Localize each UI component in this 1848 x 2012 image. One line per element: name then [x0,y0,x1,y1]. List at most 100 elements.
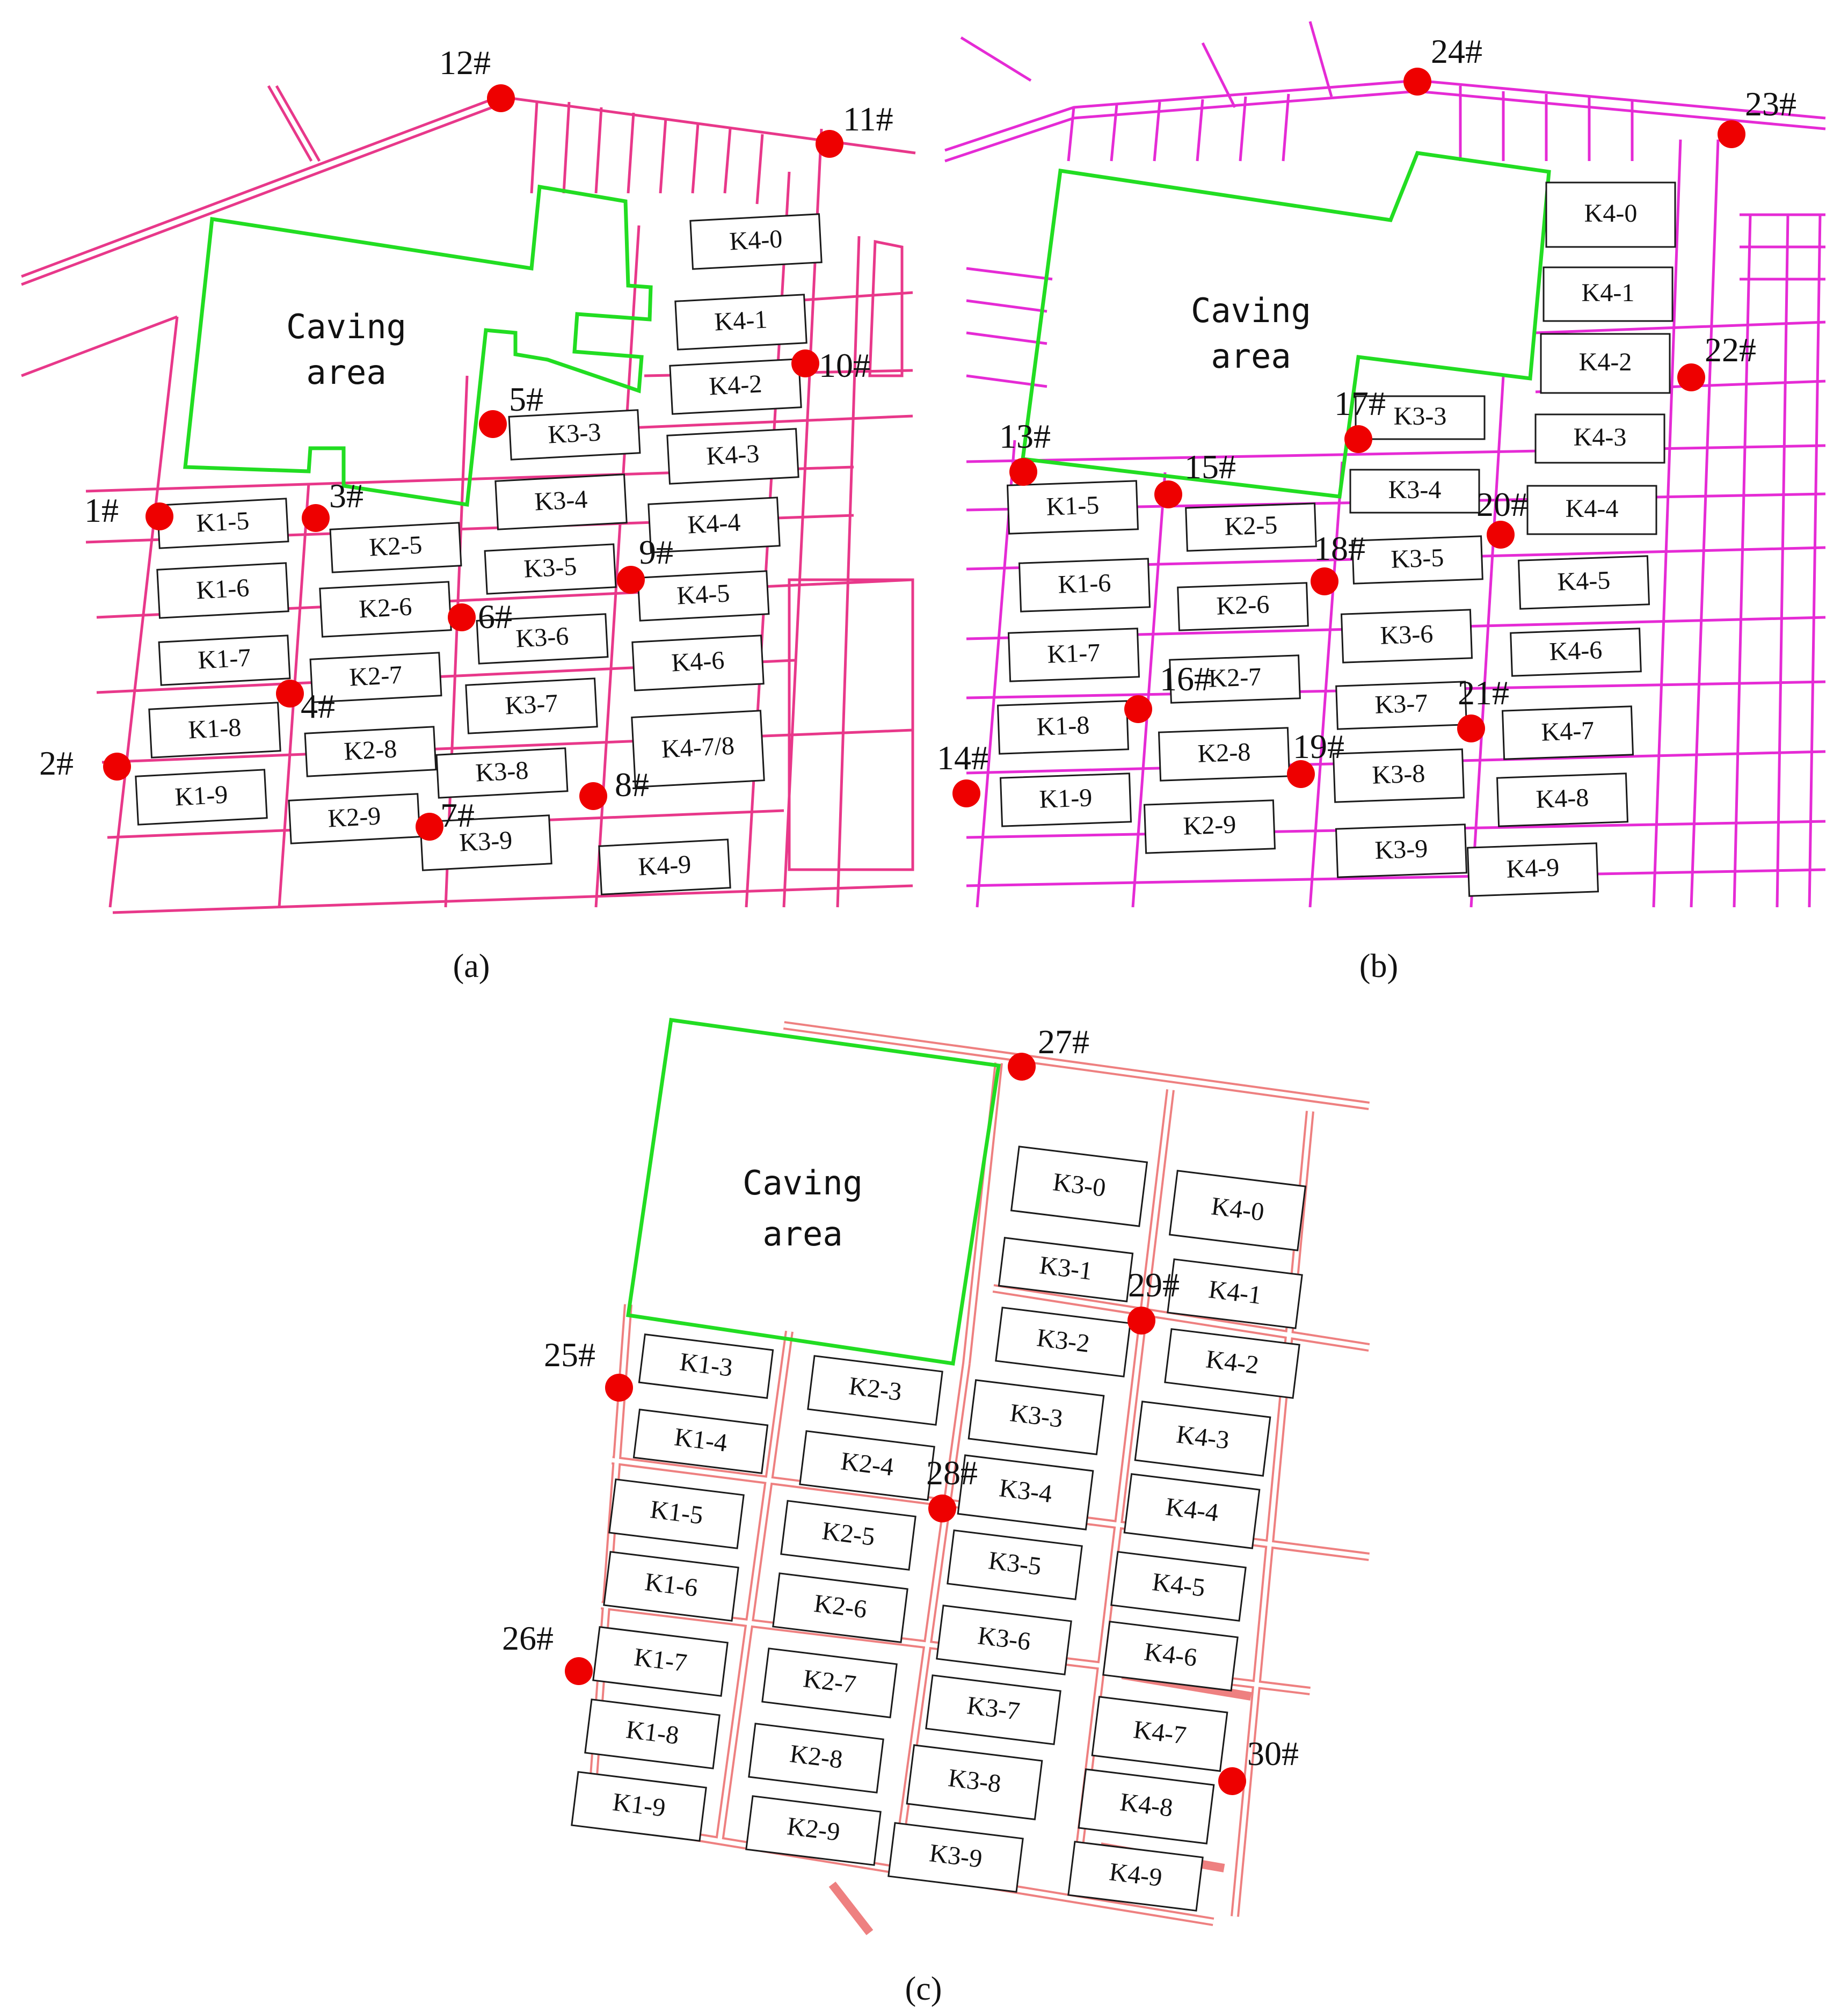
monitoring-point-label: 9# [639,533,673,571]
monitoring-point-16: 16# [1124,660,1211,723]
stope-outline [761,1647,898,1718]
stope-k1-6-c: K1-6 [603,1551,739,1622]
caving-area-label-c1: Caving [743,1163,863,1202]
stope-k1-7-c: K1-7 [592,1626,729,1697]
stope-label: K1-8 [624,1715,680,1750]
stope-label: K2-7 [1208,662,1262,692]
monitoring-point-2: 2# [39,744,131,782]
monitoring-point-marker [1677,363,1705,391]
stope-label: K3-8 [1372,759,1425,789]
monitoring-point-label: 27# [1038,1023,1089,1061]
monitoring-point-marker [1008,1053,1036,1081]
stope-k4-2-a: K4-2 [669,358,802,415]
stope-outline [967,1379,1105,1455]
stope-k4-3-c: K4-3 [1134,1401,1271,1477]
stope-label: K4-9 [1108,1857,1163,1892]
stope-outline [584,1698,721,1769]
monitoring-point-marker [928,1495,956,1522]
stope-k1-8-a: K1-8 [148,702,281,759]
monitoring-point-label: 11# [843,100,893,138]
stope-k2-7-b: K2-7 [1169,654,1301,704]
stope-outline [484,543,617,595]
stope-label: K1-7 [1047,638,1101,668]
stope-label: K4-9 [1506,853,1560,883]
stope-k2-5-c: K2-5 [780,1500,916,1571]
stope-label: K1-6 [1058,568,1111,599]
monitoring-point-label: 22# [1705,331,1756,369]
monitoring-point-4: 4# [276,680,335,725]
monitoring-point-22: 22# [1677,331,1756,391]
stope-label: K4-4 [1566,494,1619,523]
stope-k3-5-a: K3-5 [484,543,617,595]
monitoring-point-marker [1218,1767,1246,1795]
stope-label: K3-8 [947,1763,1002,1798]
stope-label: K4-4 [687,508,741,539]
stope-k3-3-c: K3-3 [967,1379,1105,1455]
stope-k2-6-c: K2-6 [772,1572,908,1643]
stope-k3-8-c: K3-8 [906,1744,1043,1820]
stope-k2-5-a: K2-5 [329,522,462,573]
stope-k4-5-b: K4-5 [1517,555,1650,610]
stope-k3-7-b: K3-7 [1335,681,1467,730]
stope-blocks-b: K4-0K4-1K4-2K3-3K4-3K3-4K4-4K1-5K2-5K3-5… [996,181,1676,897]
stope-label: K3-1 [1038,1251,1094,1286]
stope-k3-9-c: K3-9 [887,1822,1024,1893]
stope-outline [1143,799,1276,854]
monitoring-point-label: 19# [1293,727,1344,766]
monitoring-point-label: 20# [1476,485,1528,523]
monitoring-point-marker [617,566,645,594]
stope-label: K2-8 [343,734,397,766]
stope-label: K1-7 [197,643,251,674]
stope-outline [1177,582,1309,631]
stope-k4-8-c: K4-8 [1078,1768,1215,1845]
stope-outline [1496,772,1629,827]
stope-outline [1010,1146,1148,1227]
stope-label: K3-3 [1394,402,1447,431]
stope-k4-3-a: K4-3 [666,428,799,485]
stope-k1-7-a: K1-7 [158,635,291,686]
stope-label: K2-7 [348,660,403,691]
monitoring-point-label: 25# [544,1336,595,1374]
stope-k2-3-c: K2-3 [807,1355,943,1426]
stope-outline [1340,609,1473,664]
stope-label: K4-3 [1574,423,1627,451]
stope-label: K4-6 [1143,1637,1198,1672]
stope-label: K3-7 [965,1691,1021,1726]
stope-blocks-a: K4-0K4-1K4-2K4-3K3-3K3-4K4-4K1-5K2-5K3-5… [135,213,823,895]
monitoring-point-label: 21# [1458,674,1509,712]
stope-label: K1-5 [649,1495,704,1530]
stope-outline [1534,413,1665,464]
stope-k1-6-b: K1-6 [1018,558,1151,613]
stope-outline [148,702,281,759]
monitoring-point-19: 19# [1287,727,1344,788]
stope-label: K2-3 [847,1372,903,1406]
monitoring-point-label: 5# [509,380,543,418]
stope-label: K4-3 [705,439,760,470]
monitoring-point-21: 21# [1457,674,1509,742]
stope-outline [947,1529,1083,1600]
stope-label: K2-9 [785,1812,841,1847]
stope-outline [637,570,770,622]
stope-k1-9-a: K1-9 [135,769,268,826]
stope-outline [631,710,765,788]
monitoring-point-label: 28# [926,1454,978,1492]
monitoring-point-23: 23# [1718,85,1796,148]
stope-outline [608,1478,745,1549]
stope-label: K3-4 [1388,476,1442,504]
stope-k4-7-c: K4-7 [1091,1696,1228,1772]
stope-label: K3-9 [459,826,513,857]
monitoring-point-27: 27# [1008,1023,1089,1081]
caving-area-boundary-c [626,1018,1001,1366]
monitoring-point-3: 3# [302,477,363,532]
panel-caption-c: (c) [905,1971,942,2007]
stope-label: K4-1 [714,305,768,336]
monitoring-point-label: 7# [440,796,475,834]
stope-k4-2-c: K4-2 [1164,1328,1300,1399]
stope-outline [319,581,452,638]
stope-outline [1466,842,1599,897]
stope-label: K3-3 [547,418,601,449]
stope-k3-9-a: K3-9 [419,814,552,871]
stope-label: K4-0 [729,224,783,256]
stope-outline [772,1572,908,1643]
stope-outline [807,1355,943,1426]
